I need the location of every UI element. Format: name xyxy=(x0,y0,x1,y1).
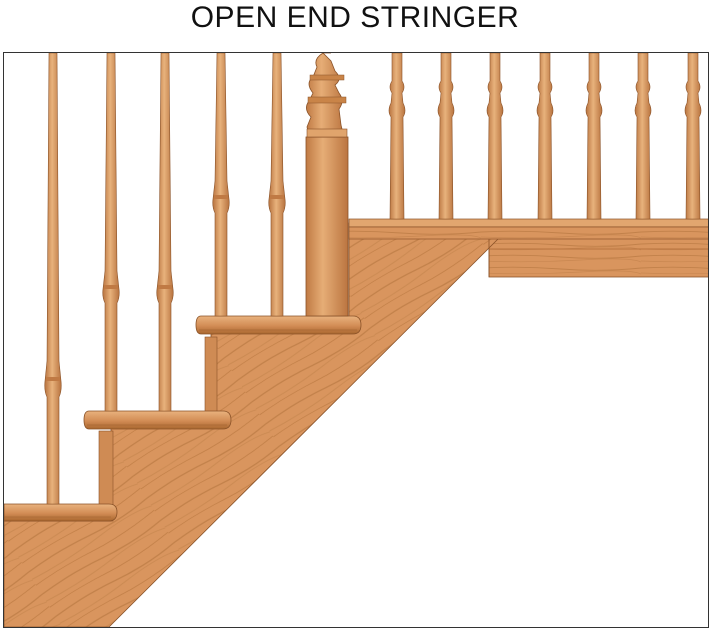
baluster-turned xyxy=(388,53,406,220)
baluster-pin xyxy=(44,53,62,505)
baluster-turned xyxy=(585,53,603,220)
baluster-pin xyxy=(156,53,174,412)
baluster-pin xyxy=(102,53,120,412)
baluster-pins xyxy=(44,53,286,505)
baluster-turned xyxy=(634,53,652,220)
diagram-frame xyxy=(3,52,709,628)
baluster-turned xyxy=(684,53,702,220)
landing-rail xyxy=(348,218,708,240)
landing-fascia xyxy=(488,236,708,278)
risers xyxy=(98,336,218,522)
baluster-pin xyxy=(212,53,230,317)
baluster-turned xyxy=(486,53,504,220)
treads xyxy=(4,315,362,522)
stair-stringer xyxy=(4,222,502,627)
baluster-turned xyxy=(437,53,455,220)
diagram-title: OPEN END STRINGER xyxy=(190,1,520,34)
baluster-pin xyxy=(268,53,286,317)
stair-diagram xyxy=(4,53,708,627)
baluster-turned-row xyxy=(388,53,702,220)
newel-post xyxy=(305,53,349,317)
baluster-turned xyxy=(536,53,554,220)
